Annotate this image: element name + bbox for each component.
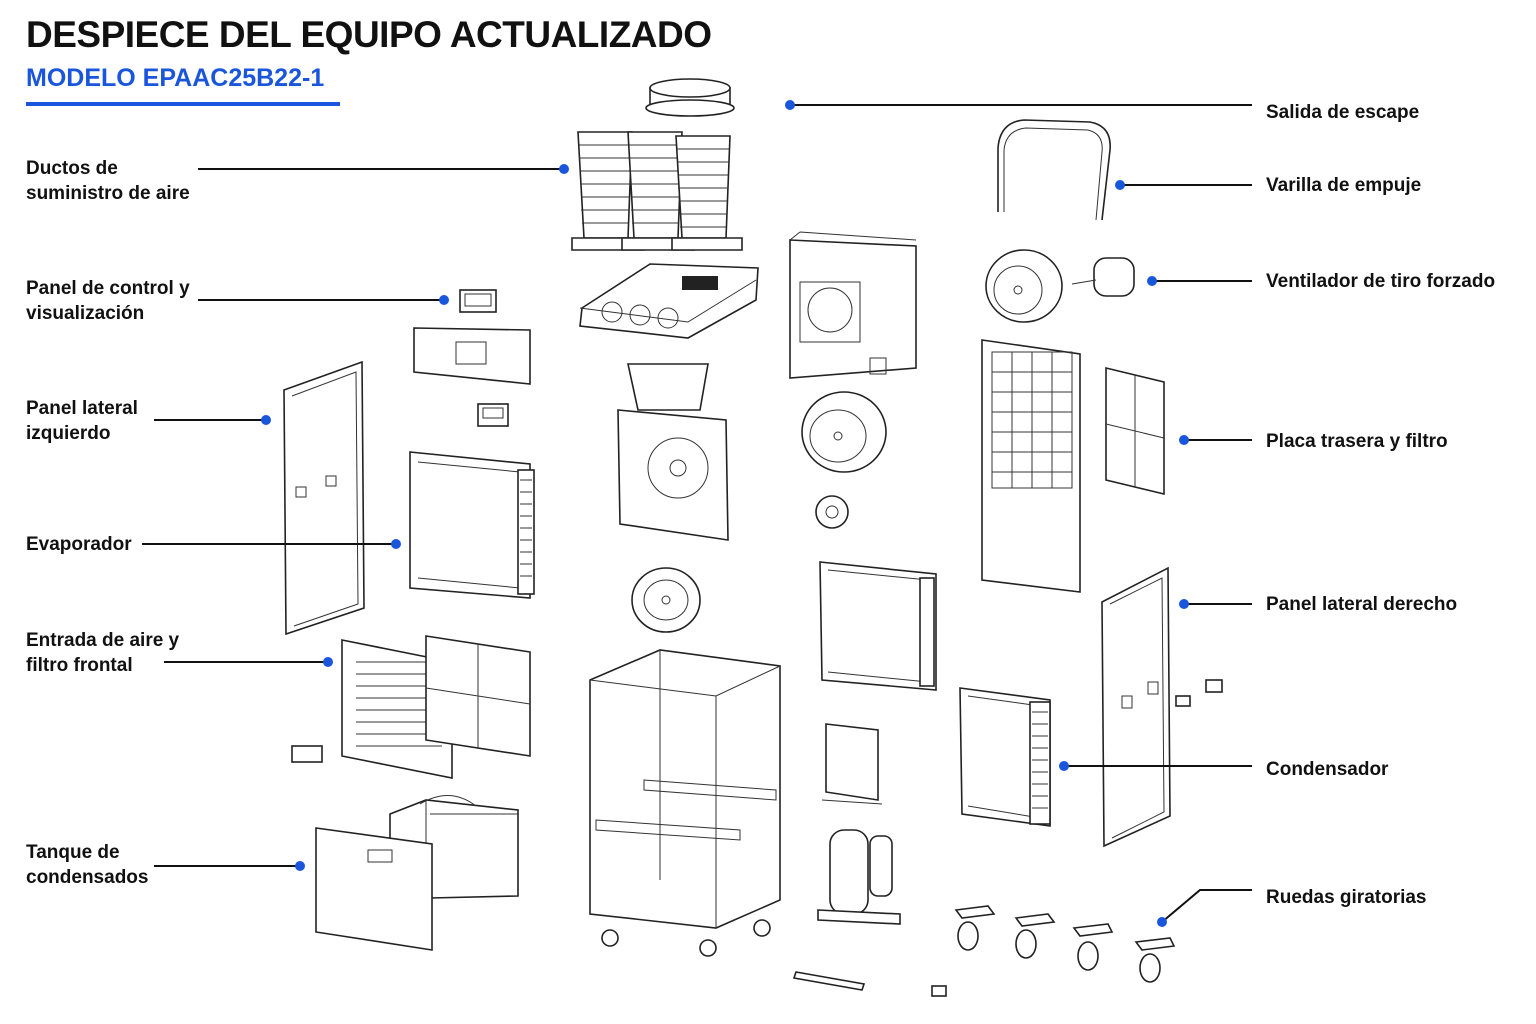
callout-condensate-tank: Tanque de condensados: [26, 840, 148, 890]
callout-line: Evaporador: [26, 534, 132, 555]
diagram-title: DESPIECE DEL EQUIPO ACTUALIZADO: [26, 14, 712, 55]
part-condensate-tank: [315, 795, 519, 951]
part-front-intake-filter: [291, 635, 531, 779]
callout-line: condensados: [26, 867, 149, 888]
part-top-cover: [579, 263, 759, 339]
part-evaporator: [409, 451, 535, 599]
callout-line: filtro frontal: [26, 655, 133, 676]
part-right-side-panel: [1101, 566, 1223, 848]
callout-left-side-panel: Panel lateral izquierdo: [26, 396, 138, 446]
callout-control-panel: Panel de control y visualización: [26, 276, 190, 326]
callout-evaporator: Evaporador: [26, 532, 132, 557]
callout-line: Entrada de aire y: [26, 630, 180, 651]
callout-line: suministro de aire: [26, 183, 190, 204]
callout-line: Panel de control y: [26, 278, 190, 299]
callout-line: visualización: [26, 303, 145, 324]
callout-caster-wheels: Ruedas giratorias: [1266, 887, 1427, 908]
callout-exhaust-outlet: Salida de escape: [1266, 102, 1420, 123]
callout-forced-draft-fan: Ventilador de tiro forzado: [1266, 271, 1496, 292]
part-control-box: [821, 723, 883, 805]
callout-dots: [261, 100, 1189, 927]
part-compressor: [817, 829, 901, 925]
part-fan-scroll-housing: [789, 231, 917, 379]
callout-line: Panel lateral: [26, 398, 138, 419]
part-forced-draft-fan: [985, 249, 1135, 323]
part-blower-wheel-small: [631, 567, 701, 633]
model-subtitle: MODELO EPAAC25B22-1: [26, 64, 325, 92]
callout-line: Ductos de: [26, 158, 118, 179]
part-control-panel: [413, 289, 531, 427]
callout-right-side-panel: Panel lateral derecho: [1266, 594, 1458, 615]
part-caster-wheels: [954, 905, 1176, 983]
part-exhaust-outlet: [645, 78, 735, 117]
part-blower-housing: [617, 363, 729, 541]
callout-condenser: Condensador: [1266, 759, 1389, 780]
callout-push-handle: Varilla de empuje: [1266, 175, 1422, 196]
title-underline: [26, 102, 340, 106]
part-push-handle: [997, 119, 1111, 221]
part-rear-plate: [981, 339, 1081, 593]
part-supply-ducts: [571, 131, 743, 251]
part-small-hardware: [792, 971, 947, 997]
callout-rear-plate-filter: Placa trasera y filtro: [1266, 431, 1448, 452]
callout-line: Tanque de: [26, 842, 120, 863]
callout-leader-lines: [142, 104, 1252, 923]
part-blower-wheel-central: [801, 391, 887, 529]
callout-supply-ducts: Ductos de suministro de aire: [26, 156, 190, 206]
part-condenser: [959, 687, 1051, 827]
callout-line: izquierdo: [26, 423, 111, 444]
part-rear-filter: [1105, 366, 1165, 496]
callout-front-intake-filter: Entrada de aire y filtro frontal: [26, 628, 179, 678]
part-main-frame: [589, 649, 781, 957]
part-secondary-coil: [819, 561, 937, 691]
part-left-side-panel: [283, 360, 365, 636]
